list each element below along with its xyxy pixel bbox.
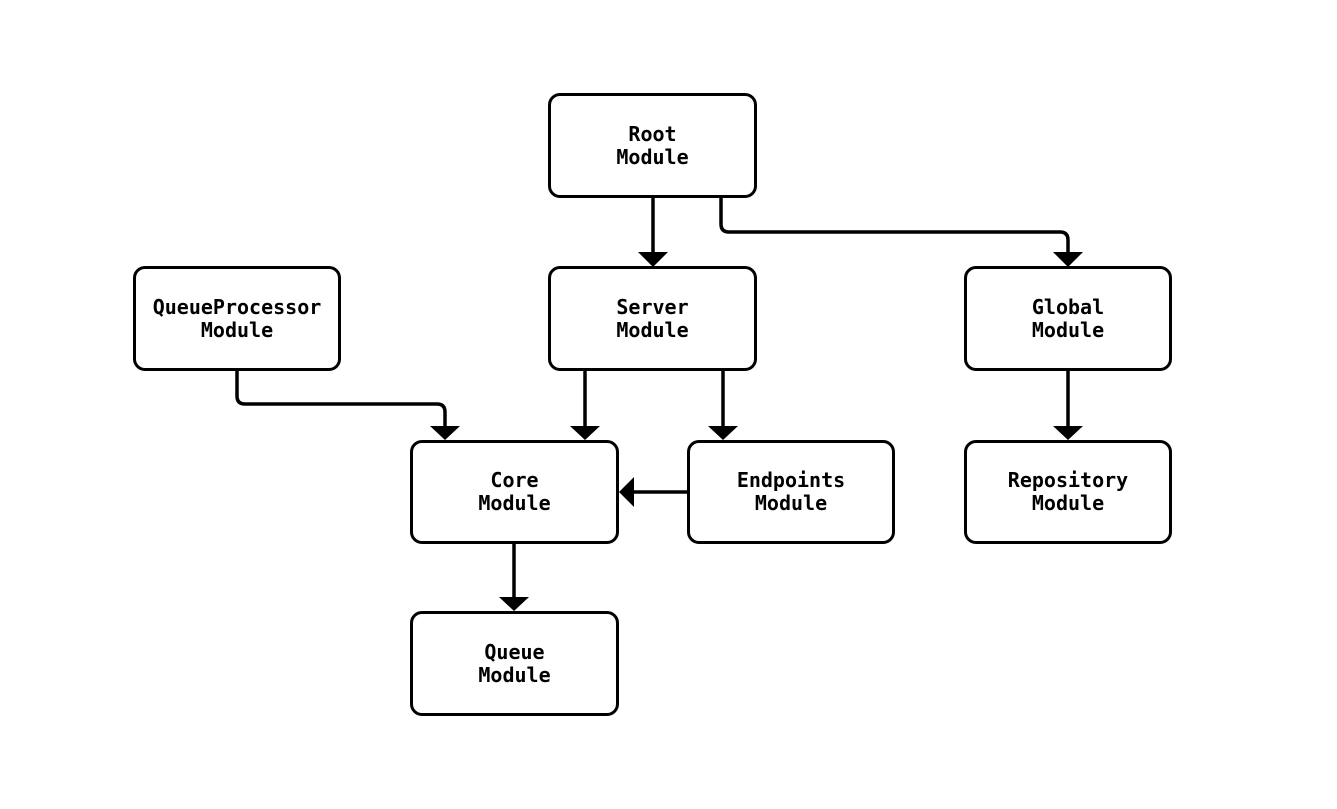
- node-queue-module: Queue Module: [410, 611, 619, 716]
- node-core-module: Core Module: [410, 440, 619, 544]
- node-label: Queue Module: [478, 639, 551, 687]
- arrowhead-icon: [430, 426, 460, 440]
- node-repository-module: Repository Module: [964, 440, 1172, 544]
- arrowhead-icon: [638, 252, 668, 267]
- node-label: Global Module: [1031, 294, 1105, 342]
- node-label: Endpoints Module: [736, 468, 846, 515]
- arrowhead-icon: [1053, 252, 1083, 267]
- node-root-module: Root Module: [548, 93, 757, 198]
- arrowhead-icon: [570, 426, 600, 440]
- node-label: QueueProcessor Module: [152, 294, 322, 342]
- edge-global-to-repository: [1053, 371, 1083, 440]
- node-server-module: Server Module: [548, 266, 757, 371]
- node-label: Repository Module: [1007, 468, 1129, 515]
- node-label: Root Module: [616, 121, 689, 169]
- node-label: Server Module: [616, 294, 689, 342]
- arrowhead-icon: [499, 597, 529, 611]
- edge-server-to-endpoints: [708, 371, 738, 440]
- edge-endpoints-to-core: [619, 477, 687, 507]
- edge-root-to-global: [719, 198, 1083, 267]
- node-endpoints-module: Endpoints Module: [687, 440, 895, 544]
- arrowhead-icon: [708, 426, 738, 440]
- arrowhead-icon: [619, 477, 634, 507]
- node-global-module: Global Module: [964, 266, 1172, 371]
- edge-server-to-core: [570, 371, 600, 440]
- edge-root-to-server: [638, 198, 668, 267]
- node-queueprocessor-module: QueueProcessor Module: [133, 266, 341, 371]
- edge-core-to-queue: [499, 544, 529, 611]
- edge-queueprocessor-to-core: [235, 371, 460, 440]
- arrowhead-icon: [1053, 426, 1083, 440]
- node-label: Core Module: [478, 468, 551, 515]
